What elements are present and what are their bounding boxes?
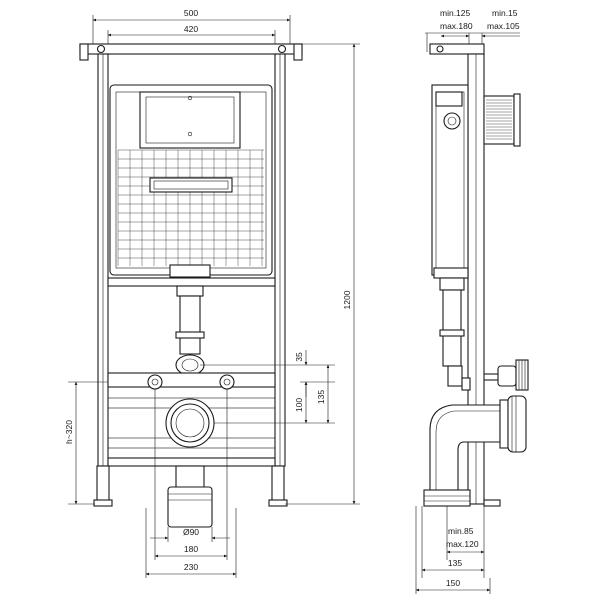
dimension-100-label: 100: [294, 398, 304, 412]
dimension-230-label: 230: [184, 562, 198, 572]
cistern: [109, 84, 273, 278]
side-offset-min-label: min.15: [492, 8, 518, 18]
dimension-1200: 1200: [285, 43, 360, 505]
side-total-depth-label: 150: [446, 578, 460, 588]
service-opening: [139, 91, 241, 149]
side-pipe-offset-min-label: min.85: [448, 526, 474, 536]
side-bottom-depth-label: 135: [448, 558, 462, 568]
side-pipe-offset-max-label: max.120: [446, 539, 479, 549]
flush-pipe: [175, 285, 205, 376]
side-dimension-135: 135: [421, 506, 485, 578]
dimension-35-label: 35: [294, 352, 304, 362]
dimension-135-label: 135: [316, 390, 326, 404]
dimension-180: 180: [154, 389, 228, 560]
front-view: 500 420: [64, 8, 360, 578]
top-bracket: [79, 43, 303, 61]
dimension-100: 100: [214, 381, 335, 424]
side-bottom-drain: [423, 489, 501, 507]
side-depth-max-label: max.180: [440, 21, 473, 31]
side-top-bracket: [429, 43, 485, 55]
dimension-420-label: 420: [184, 24, 198, 34]
side-offset-max-label: max.105: [487, 21, 520, 31]
outlet-connection: [165, 398, 215, 448]
side-depth-min-label: min.125: [440, 8, 471, 18]
dimension-diameter-label: Ø90: [183, 527, 199, 537]
side-cistern: [431, 84, 469, 279]
wall-connector: [483, 93, 521, 147]
dimension-h320-label: h~320: [64, 420, 74, 444]
side-dimension-150: 150: [415, 506, 491, 594]
dimension-h320: h~320: [64, 381, 108, 505]
dimension-230: 230: [145, 508, 237, 578]
drain-pipe: [167, 465, 213, 528]
dimension-135: 135: [316, 364, 330, 424]
side-outlet-elbow: [429, 395, 527, 501]
side-dimension-85-120: min.85 max.120: [446, 506, 485, 560]
flush-slot: [149, 177, 233, 193]
dimension-1200-label: 1200: [342, 290, 352, 309]
side-flush-pipe: [439, 277, 465, 387]
mounting-plate: [107, 372, 276, 449]
dimension-500: 500: [92, 8, 291, 48]
side-view: min.125 max.180 min.15 max.105: [415, 8, 529, 594]
dimension-diameter: Ø90: [150, 527, 230, 542]
dimension-500-label: 500: [184, 8, 198, 18]
dimension-180-label: 180: [184, 544, 198, 554]
cistern-crossbar: [107, 277, 276, 287]
side-inlet-valve: [484, 359, 529, 391]
